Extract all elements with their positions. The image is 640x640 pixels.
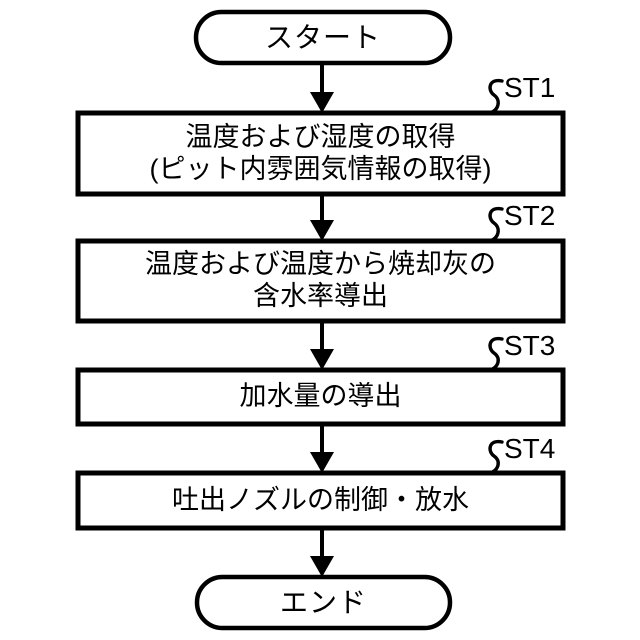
- leader-squiggle-st2: [488, 206, 504, 243]
- connector-st2-to-st3: [310, 321, 334, 370]
- step-label-st3: ST3: [504, 330, 556, 361]
- node-st4-shape: [75, 470, 566, 531]
- connector-st4-to-end: [310, 528, 334, 577]
- node-st1-shape: [75, 110, 566, 197]
- node-st2-shape: [75, 238, 566, 324]
- node-st3-shape: [75, 367, 566, 427]
- node-start-shape: [193, 9, 453, 66]
- step-label-st1: ST1: [504, 72, 556, 103]
- leader-squiggle-st1: [488, 78, 504, 115]
- connector-start-to-st1: [310, 63, 334, 113]
- node-end-shape: [194, 574, 453, 631]
- step-label-st2: ST2: [504, 200, 556, 231]
- connector-st3-to-st4: [310, 424, 334, 473]
- leader-squiggle-st3: [488, 336, 504, 372]
- step-label-st4: ST4: [504, 433, 556, 464]
- leader-squiggle-st4: [488, 439, 504, 475]
- connector-st1-to-st2: [310, 194, 334, 241]
